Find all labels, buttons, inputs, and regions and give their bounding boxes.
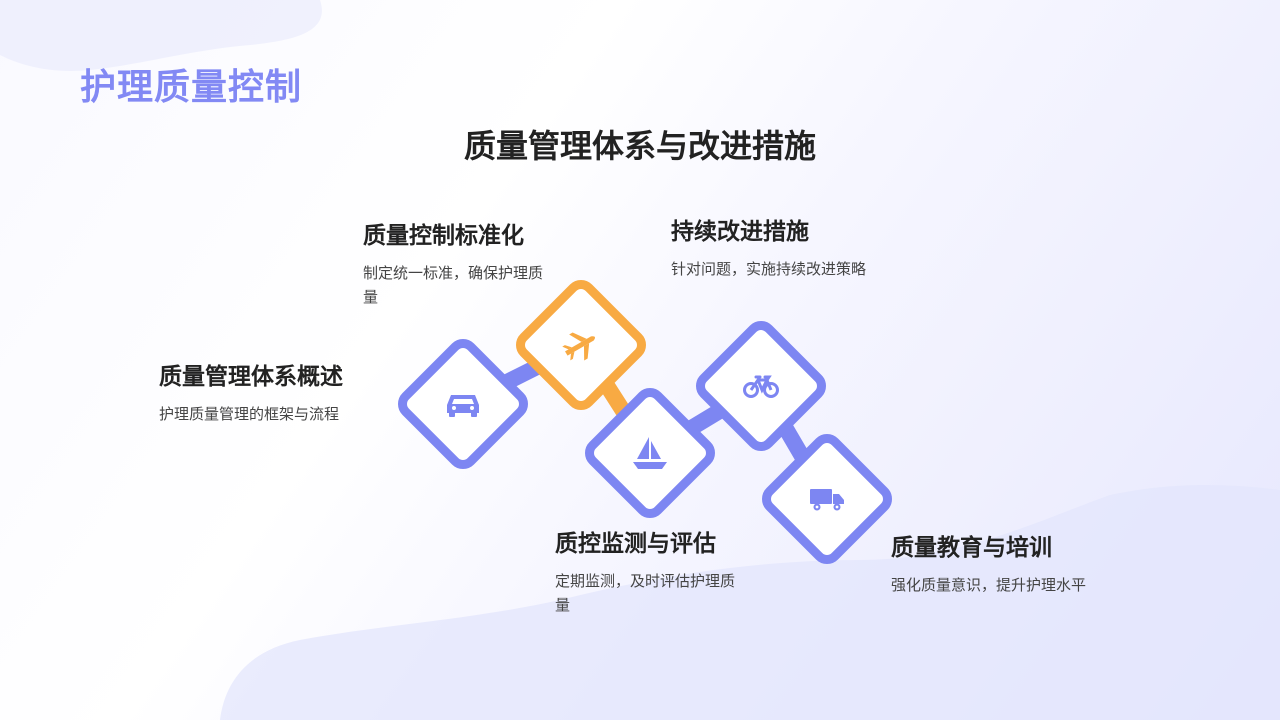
node-bicycle	[696, 321, 826, 451]
item-title: 质量控制标准化	[363, 223, 524, 249]
item-quality-training: 质量教育与培训 强化质量意识，提升护理水平	[891, 533, 1151, 597]
node-car	[398, 339, 528, 469]
item-quality-standardization: 质量控制标准化 制定统一标准，确保护理质量	[363, 221, 548, 309]
item-title: 质量管理体系概述	[159, 364, 343, 390]
item-title: 持续改进措施	[671, 219, 809, 245]
item-description: 定期监测，及时评估护理质量	[555, 572, 736, 614]
car-icon	[447, 395, 479, 417]
item-description: 强化质量意识，提升护理水平	[891, 576, 1087, 594]
item-description: 护理质量管理的框架与流程	[159, 405, 340, 423]
item-quality-monitoring: 质控监测与评估 定期监测，及时评估护理质量	[555, 529, 740, 617]
item-title: 质量教育与培训	[891, 535, 1052, 561]
truck-icon	[810, 489, 844, 511]
node-airplane	[516, 280, 646, 410]
item-quality-system-overview: 质量管理体系概述 护理质量管理的框架与流程	[159, 362, 399, 426]
page-title: 护理质量控制	[80, 67, 303, 108]
node-sailboat	[585, 388, 715, 518]
item-description: 制定统一标准，确保护理质量	[363, 264, 544, 306]
item-continuous-improvement: 持续改进措施 针对问题，实施持续改进策略	[671, 217, 931, 281]
item-title: 质控监测与评估	[555, 531, 716, 557]
bottom-right-wave	[220, 485, 1280, 720]
sailboat-icon	[633, 437, 667, 469]
bicycle-icon	[743, 375, 779, 398]
item-description: 针对问题，实施持续改进策略	[671, 260, 867, 278]
top-left-wave	[0, 0, 322, 71]
slide-heading: 质量管理体系与改进措施	[463, 127, 816, 165]
node-truck	[762, 434, 892, 564]
airplane-icon	[562, 332, 596, 361]
